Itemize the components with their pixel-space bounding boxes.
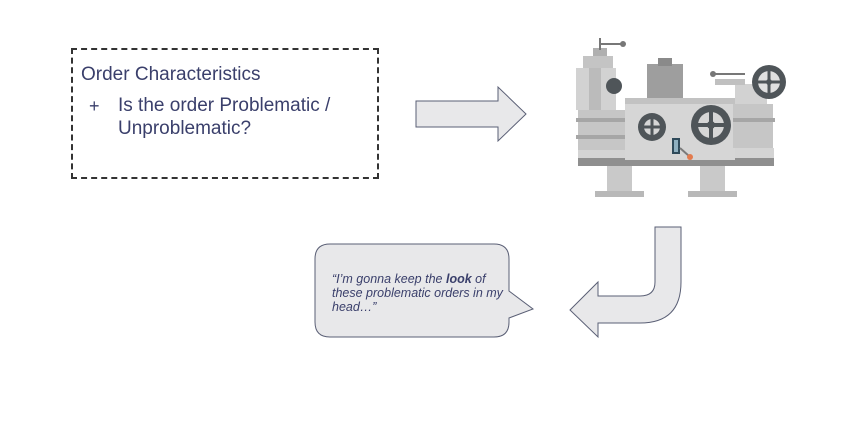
right-arrow-icon <box>415 85 527 143</box>
card-title: Order Characteristics <box>81 64 261 85</box>
speech-bubble-text: “I’m gonna keep the look of these proble… <box>332 272 508 314</box>
order-characteristics-card: Order Characteristics + Is the order Pro… <box>71 48 379 179</box>
industrial-machine-icon <box>576 38 786 197</box>
bullet-text: Is the order Problematic / Unproblematic… <box>118 95 331 139</box>
speech-bubble-icon <box>314 243 535 338</box>
quote-emphasis: look <box>445 272 472 286</box>
quote-part-2: of these problematic orders in my head…” <box>332 272 503 314</box>
quote-part-1: “I’m gonna keep the <box>332 272 446 286</box>
bullet-plus: + <box>89 96 100 116</box>
curved-return-arrow-icon <box>569 226 682 339</box>
